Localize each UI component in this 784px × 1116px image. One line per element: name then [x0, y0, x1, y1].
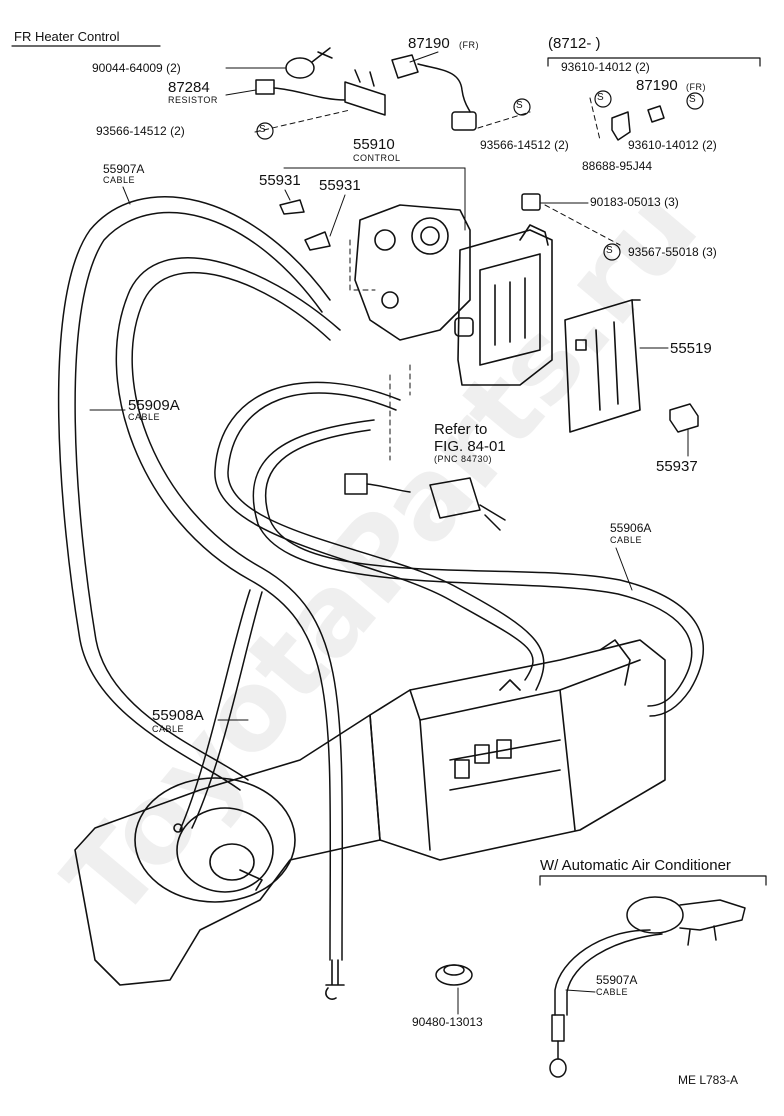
label-leaders	[89, 51, 689, 993]
resistor-87284	[255, 69, 386, 116]
label-55519: 55519	[670, 340, 712, 357]
screw-symbol-4: S	[516, 100, 523, 111]
label-55931-a: 55931	[259, 172, 301, 189]
label-55910-sub: CONTROL	[353, 153, 401, 163]
label-87190-top: 87190	[408, 35, 450, 52]
grommet-90480	[435, 964, 473, 986]
refer-line1: Refer to	[434, 421, 488, 438]
refer-line3: (PNC 84730)	[434, 454, 493, 464]
heater-control-unit	[354, 204, 553, 386]
label-93566-mid: 93566-14512 (2)	[480, 138, 569, 152]
leader-dashes	[254, 97, 621, 461]
screw-symbol-1: S	[259, 124, 266, 135]
label-55908A: 55908A	[152, 707, 204, 724]
label-90044: 90044-64009 (2)	[92, 61, 181, 75]
label-55906A-sub: CABLE	[610, 535, 643, 545]
diagram-title: FR Heater Control	[14, 29, 120, 44]
bracket-group-label: (8712- )	[548, 35, 601, 52]
cable-55907A	[57, 196, 331, 791]
label-55907A-inset-sub: CABLE	[596, 987, 629, 997]
refer-line2: FIG. 84-01	[434, 438, 506, 455]
label-55937: 55937	[656, 458, 698, 475]
heater-unit	[369, 639, 666, 861]
label-87190-right: 87190	[636, 77, 678, 94]
label-93566-left: 93566-14512 (2)	[96, 124, 185, 138]
bracket-88688	[611, 105, 665, 141]
label-55909A-sub: CABLE	[128, 412, 161, 422]
cable-55906A	[252, 419, 704, 717]
inset-title: W/ Automatic Air Conditioner	[540, 857, 731, 874]
label-87190-top-sub: (FR)	[459, 40, 479, 50]
clip-90183	[521, 193, 541, 211]
label-55909A: 55909A	[128, 397, 180, 414]
cable-55909A	[115, 257, 344, 961]
clamp-90044	[285, 47, 333, 79]
label-90480: 90480-13013	[412, 1015, 483, 1029]
label-88688: 88688-95J44	[582, 159, 653, 173]
footer-code: ME L783-A	[678, 1073, 739, 1087]
label-55910: 55910	[353, 136, 395, 153]
group-bracket	[547, 57, 761, 67]
inset-actuator	[549, 896, 746, 1078]
label-87190-right-sub: (FR)	[686, 82, 706, 92]
inset-bracket	[539, 875, 767, 886]
screw-symbol-2: S	[597, 92, 604, 103]
label-55907A-sub: CABLE	[103, 175, 136, 185]
cable-55908A	[179, 381, 545, 831]
label-55931-b: 55931	[319, 177, 361, 194]
label-93610-a: 93610-14012 (2)	[561, 60, 650, 74]
label-87284-sub: RESISTOR	[168, 95, 218, 105]
label-87284: 87284	[168, 79, 210, 96]
label-55907A: 55907A	[103, 162, 145, 176]
screw-symbol-3: S	[689, 94, 696, 105]
label-93610-b: 93610-14012 (2)	[628, 138, 717, 152]
knob-55937	[669, 403, 699, 433]
label-55908A-sub: CABLE	[152, 724, 185, 734]
blower-case	[74, 714, 381, 986]
screw-symbols	[256, 90, 704, 261]
clips-55931	[279, 199, 331, 251]
label-93567: 93567-55018 (3)	[628, 245, 717, 259]
switch-assembly	[344, 473, 506, 531]
connector-87190-top	[391, 54, 477, 131]
cable-end-bottom	[325, 959, 345, 1000]
label-55907A-inset: 55907A	[596, 973, 638, 987]
screw-symbol-5: S	[606, 245, 613, 256]
panel-55519	[564, 299, 641, 433]
label-90183: 90183-05013 (3)	[590, 195, 679, 209]
label-55906A: 55906A	[610, 521, 652, 535]
